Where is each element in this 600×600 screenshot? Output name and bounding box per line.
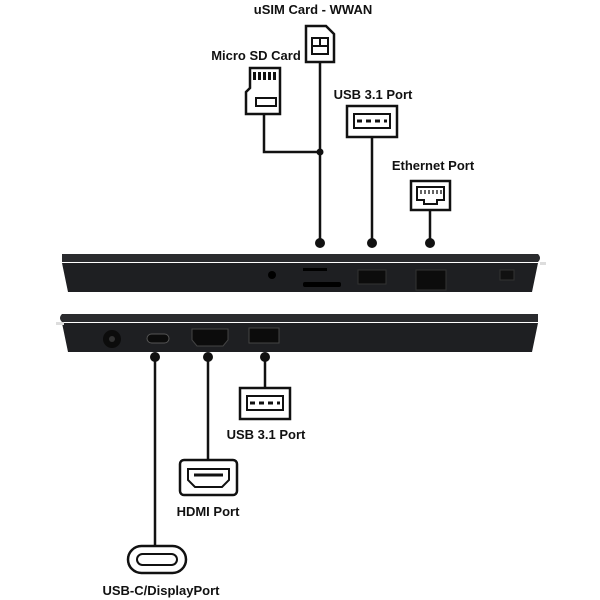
connector-dots: [150, 148, 435, 362]
usim-slot: [303, 282, 341, 287]
microsd-card-icon: [244, 66, 282, 116]
usbc-icon: [126, 544, 188, 575]
label-usim: uSIM Card - WWAN: [254, 2, 372, 17]
ethernet-port: [415, 269, 447, 291]
usb-port-bottom: [248, 327, 280, 344]
usbc-port: [146, 333, 170, 344]
label-usb-bottom: USB 3.1 Port: [227, 427, 306, 442]
label-usbc: USB-C/DisplayPort: [102, 583, 220, 598]
usb-port-top: [357, 269, 387, 285]
hdmi-port: [191, 328, 229, 347]
laptop-right-side: [62, 254, 546, 292]
usb-icon-bottom: [238, 386, 292, 421]
microsd-slot: [303, 268, 327, 271]
audio-jack: [268, 271, 276, 279]
hdmi-icon: [178, 458, 239, 497]
lock-slot: [499, 269, 515, 281]
label-hdmi: HDMI Port: [177, 504, 241, 519]
usb-icon-top: [345, 104, 399, 139]
label-microsd: Micro SD Card: [211, 48, 301, 63]
label-ethernet: Ethernet Port: [392, 158, 475, 173]
label-usb-top: USB 3.1 Port: [334, 87, 413, 102]
laptop-left-side: [56, 314, 538, 352]
sim-card-icon: [304, 24, 336, 64]
ethernet-icon: [409, 179, 452, 212]
